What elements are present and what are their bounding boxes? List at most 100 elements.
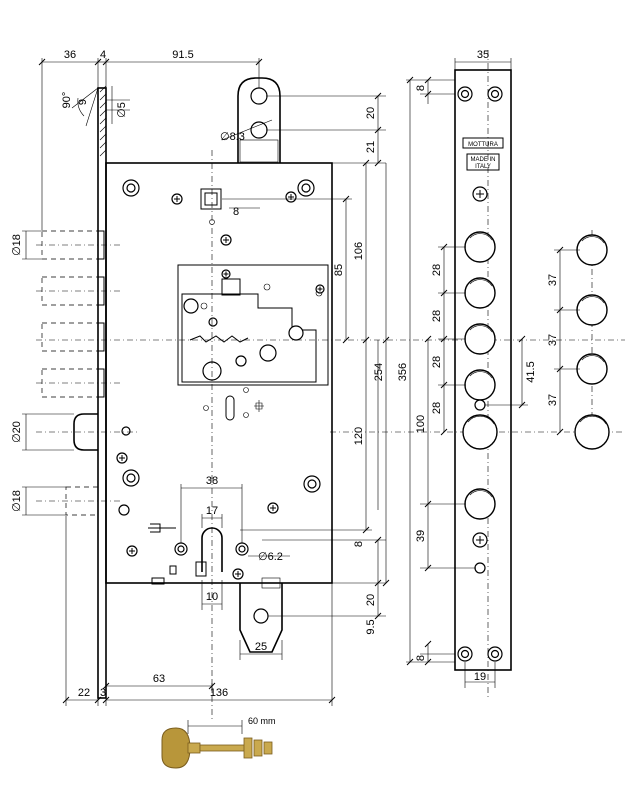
follower-outer <box>200 188 222 210</box>
case-hole-br-inner <box>307 479 317 489</box>
dim-dia-18-bottom: ∅18 <box>11 490 23 512</box>
bottom-tab-hole <box>253 608 269 624</box>
strike-small-hole-2 <box>474 562 486 574</box>
dim-strike-28-c: 28 <box>431 356 443 368</box>
dim-17: 17 <box>206 505 218 517</box>
strike-hole-3-hl <box>469 325 493 333</box>
mech-hole-1 <box>183 298 199 314</box>
dim-254: 254 <box>373 363 385 381</box>
strike-hole-2 <box>464 277 496 309</box>
slot-vertical <box>225 395 235 421</box>
case-foot <box>151 577 165 585</box>
case-hole-tl-inner <box>126 183 136 193</box>
dimension-lines <box>22 58 580 706</box>
door-hole-3 <box>576 353 608 385</box>
dim-strike-28-a: 28 <box>431 264 443 276</box>
strike-screw-tl-inner <box>460 89 470 99</box>
strike-hole-2-hl <box>469 279 493 287</box>
strike-screw-top <box>472 186 488 202</box>
deadbolt-3 <box>41 322 99 352</box>
case-hole-mid <box>121 426 131 436</box>
key-blade <box>199 744 251 752</box>
door-holes <box>574 234 610 450</box>
cyl-tab <box>195 561 207 577</box>
dim-dia-6-2: ∅6.2 <box>258 551 283 563</box>
key-neck <box>187 742 201 754</box>
dim-8-mid: 8 <box>353 541 365 547</box>
dim-strike-39: 39 <box>415 530 427 542</box>
origin-label-1: MADE IN <box>470 157 495 163</box>
case-hole-small <box>118 504 130 516</box>
dim-9-5: 9.5 <box>365 619 377 634</box>
mech-hole-3 <box>259 344 277 362</box>
door-hole-2-hl <box>581 296 605 304</box>
dim-strike-35: 35 <box>477 49 489 61</box>
dim-right-37-a: 37 <box>547 274 559 286</box>
strike-hole-4-hl <box>469 371 493 379</box>
door-hole-1 <box>576 234 608 266</box>
top-tab-hole-upper <box>250 87 268 105</box>
mech-hole-5 <box>208 317 218 327</box>
dim-dia-20: ∅20 <box>11 421 23 443</box>
dim-dia-8-3: ∅8.3 <box>220 131 245 143</box>
dim-25: 25 <box>255 641 267 653</box>
mech-hole-4 <box>235 355 247 367</box>
mech-pin-3 <box>200 302 208 310</box>
bottom-tab-block <box>261 577 281 589</box>
cyl-notch <box>169 565 177 575</box>
mechanism-block <box>221 278 241 296</box>
dim-angle-90: 90° <box>61 92 73 109</box>
door-hole-3-hl <box>581 355 605 363</box>
case-hole-tr-inner <box>301 183 311 193</box>
deadbolts <box>41 230 105 516</box>
top-tab-hole <box>250 121 268 139</box>
key-bow <box>161 727 191 769</box>
strike-hole-5-hl <box>469 490 493 498</box>
dim-136: 136 <box>210 687 228 699</box>
door-hole-4 <box>574 414 610 450</box>
dim-38: 38 <box>206 475 218 487</box>
strike-screw-bottom <box>472 532 488 548</box>
lock-body <box>97 77 333 699</box>
dim-dia-9: 9 <box>77 99 89 105</box>
brand-label-box <box>462 137 504 149</box>
dimension-labels: 36 4 91.5 90° 9 ∅5 ∅8.3 8 ∅18 ∅20 ∅18 85… <box>11 49 559 699</box>
dim-right-37-b: 37 <box>547 334 559 346</box>
brand-label: MOTTURA <box>468 142 498 148</box>
dim-36: 36 <box>64 49 76 61</box>
follower-square <box>204 192 218 206</box>
dim-4: 4 <box>100 49 106 61</box>
pin-c <box>203 405 209 411</box>
origin-label-box <box>466 153 500 171</box>
faceplate <box>97 87 107 699</box>
key-length-label: 60 mm <box>248 716 276 726</box>
cyl-fix-left-inner <box>177 545 185 553</box>
door-hole-1-hl <box>581 236 605 244</box>
strike-hole-1-hl <box>469 233 493 241</box>
dim-strike-8-bottom: 8 <box>415 655 427 661</box>
strike-plate-body <box>454 69 512 671</box>
dim-91-5: 91.5 <box>172 49 193 61</box>
dim-63: 63 <box>153 673 165 685</box>
key-bits <box>243 737 273 759</box>
center-lines <box>36 50 625 720</box>
dim-106: 106 <box>353 242 365 260</box>
cyl-fix-right-inner <box>238 545 246 553</box>
dim-22: 22 <box>78 687 90 699</box>
mech-pin-1 <box>263 283 271 291</box>
key-illustration: 60 mm <box>161 716 276 769</box>
bottom-tab <box>239 583 283 653</box>
dim-20-top: 20 <box>365 107 377 119</box>
faceplate-hatch <box>99 85 107 157</box>
dim-3: 3 <box>100 687 106 699</box>
dim-strike-8-top: 8 <box>415 85 427 91</box>
strike-latch-hl <box>467 415 495 425</box>
origin-label-2: ITALY <box>475 164 491 170</box>
top-tab-neck <box>239 139 279 163</box>
pin-d <box>243 412 249 418</box>
mech-hole-2 <box>288 325 304 341</box>
strike-small-hole <box>474 399 486 411</box>
dim-85: 85 <box>333 264 345 276</box>
dim-strike-100: 100 <box>415 415 427 433</box>
bolt-face-3 <box>97 322 105 352</box>
